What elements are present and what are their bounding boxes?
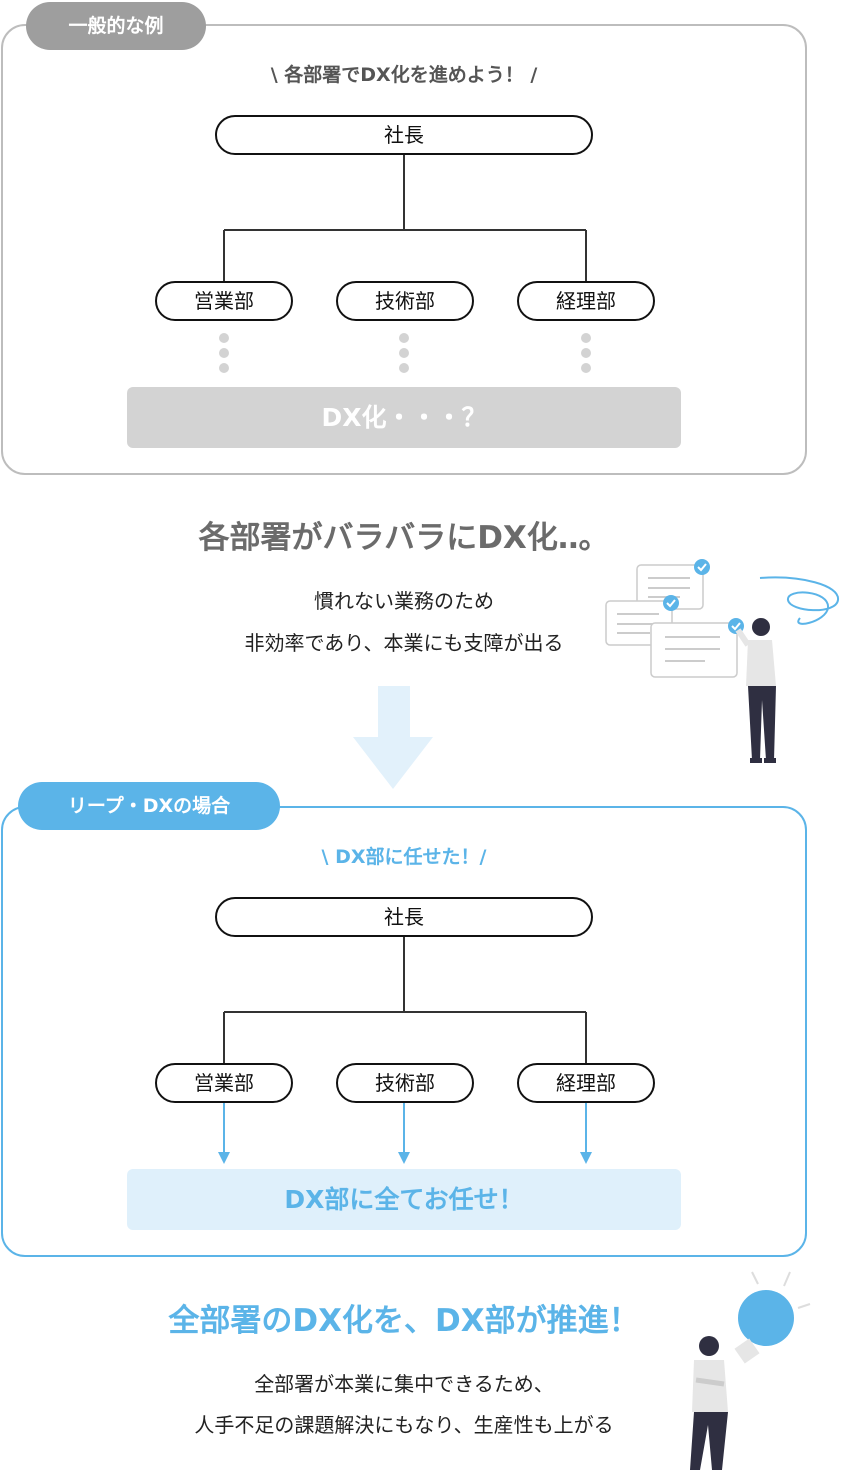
general-headline: 各部署がバラバラにDX化‥。: [198, 520, 610, 556]
lightbulb-illustration: [734, 1271, 811, 1364]
general-body-line-1: 慣れない業務のため: [314, 589, 494, 613]
dx-department-bar: DX部に全てお任せ！: [127, 1169, 681, 1230]
dept-node-accounting-general: 経理部: [517, 281, 655, 321]
leap-body-line-1: 全部署が本業に集中できるため、: [254, 1372, 554, 1396]
general-subtitle: \ 各部署でDX化を進めよう！ /: [270, 64, 538, 86]
dept-node-tech-leap: 技術部: [336, 1063, 474, 1103]
leap-body-line-2: 人手不足の課題解決にもなり、生産性も上がる: [194, 1413, 614, 1437]
dept-node-tech-general: 技術部: [336, 281, 474, 321]
org-connectors-general: [223, 155, 587, 281]
ceo-node-leap: 社長: [215, 897, 593, 937]
ellipsis-dots: [219, 333, 591, 373]
ceo-node-general: 社長: [215, 115, 593, 155]
org-connectors-leap: [223, 937, 587, 1063]
general-body-line-2: 非効率であり、本業にも支障が出る: [244, 631, 564, 655]
general-example-tag: 一般的な例: [26, 2, 206, 50]
dept-node-sales-leap: 営業部: [155, 1063, 293, 1103]
leap-subtitle: \ DX部に任せた！/: [321, 846, 487, 868]
blue-arrows: [218, 1103, 592, 1164]
dept-node-accounting-leap: 経理部: [517, 1063, 655, 1103]
checkmark-icon: [663, 559, 744, 634]
leap-dx-panel: [1, 806, 807, 1257]
dx-question-bar: DX化・・・？: [127, 387, 681, 448]
scribble-icon: [759, 576, 839, 625]
leap-headline: 全部署のDX化を、DX部が推進！: [168, 1303, 640, 1339]
documents-illustration: [605, 564, 738, 678]
person-illustration: [735, 618, 776, 763]
dept-node-sales-general: 営業部: [155, 281, 293, 321]
general-example-panel: [1, 24, 807, 475]
person-illustration-2: [690, 1336, 728, 1470]
down-arrow-icon: [353, 686, 433, 789]
leap-dx-tag: リープ・DXの場合: [18, 782, 280, 830]
